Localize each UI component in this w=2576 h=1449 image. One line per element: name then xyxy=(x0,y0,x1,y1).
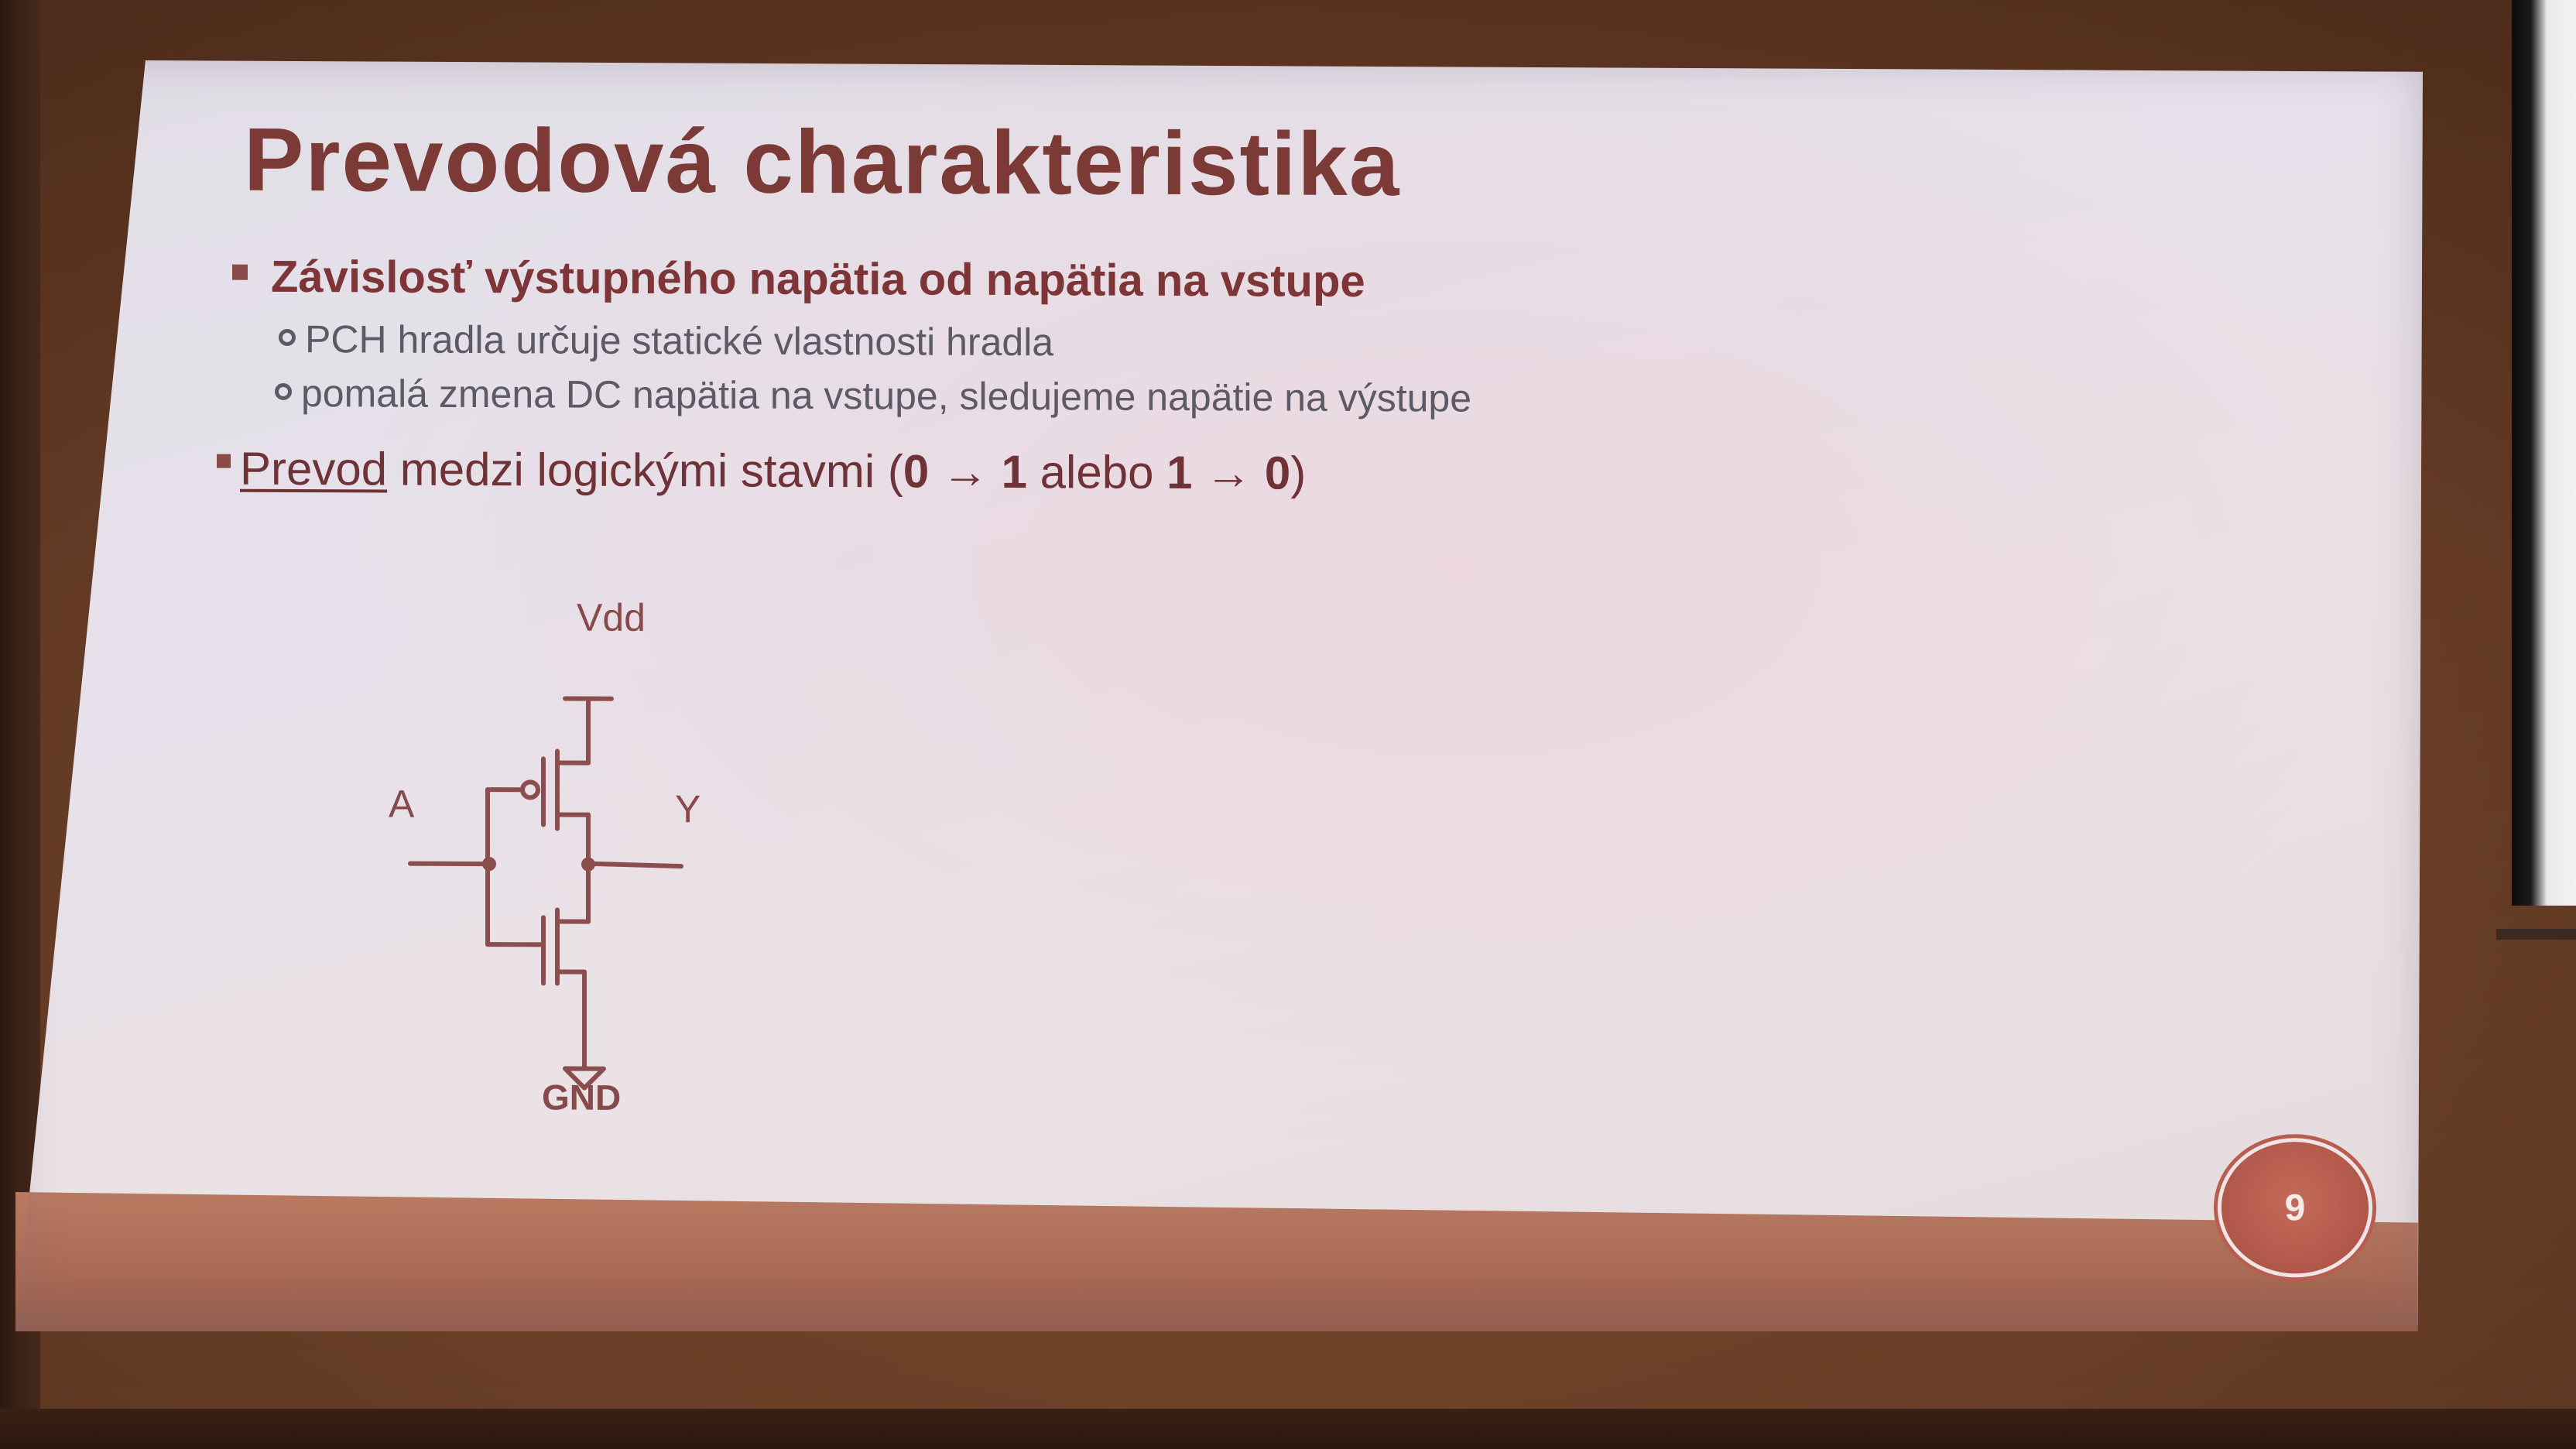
bullet-main-1: Závislosť výstupného napätia od napätia … xyxy=(232,251,1365,307)
bullet-2-text: medzi logickými stavmi ( xyxy=(387,443,903,498)
bullet-main-2: Prevod medzi logickými stavmi (0 → 1 ale… xyxy=(217,442,1306,500)
bullet-2-end: ) xyxy=(1290,447,1307,499)
output-y-label: Y xyxy=(675,787,701,831)
cmos-inverter-schematic xyxy=(408,696,683,1091)
page-number-badge: 9 xyxy=(2221,1141,2369,1274)
slide-title: Prevodová charakteristika xyxy=(244,108,1401,215)
right-side-screen xyxy=(2512,0,2576,906)
slide: Prevodová charakteristika Závislosť výst… xyxy=(116,60,2423,1340)
gnd-label: GND xyxy=(542,1077,622,1118)
bullet-main-1-text: Závislosť výstupného napätia od napätia … xyxy=(271,251,1365,307)
sub-bullet-2-text: pomalá zmena DC napätia na vstupe, sledu… xyxy=(301,372,1472,420)
bullet-2-expr-1: 0 → 1 xyxy=(903,445,1027,498)
gnd-symbol xyxy=(563,1066,606,1091)
circle-bullet-icon xyxy=(275,382,292,400)
bullet-2-expr-2: 1 → 0 xyxy=(1166,446,1291,499)
sub-bullet-1: PCH hradla určuje statické vlastnosti hr… xyxy=(279,317,1053,365)
output-wire xyxy=(586,861,683,869)
vdd-label: Vdd xyxy=(577,595,646,639)
projection-screen xyxy=(15,60,2423,1330)
square-bullet-icon xyxy=(232,264,248,280)
sub-bullet-2: pomalá zmena DC napätia na vstupe, sledu… xyxy=(275,371,1471,421)
bullet-2-mid: alebo xyxy=(1026,446,1167,498)
right-ledge xyxy=(2496,929,2576,940)
sub-bullet-1-text: PCH hradla určuje statické vlastnosti hr… xyxy=(305,317,1054,365)
circle-bullet-icon xyxy=(279,328,296,346)
input-a-label: A xyxy=(389,782,415,826)
square-bullet-icon xyxy=(217,454,231,468)
floor-strip xyxy=(0,1409,2576,1449)
bullet-2-underlined-word: Prevod xyxy=(240,442,388,495)
